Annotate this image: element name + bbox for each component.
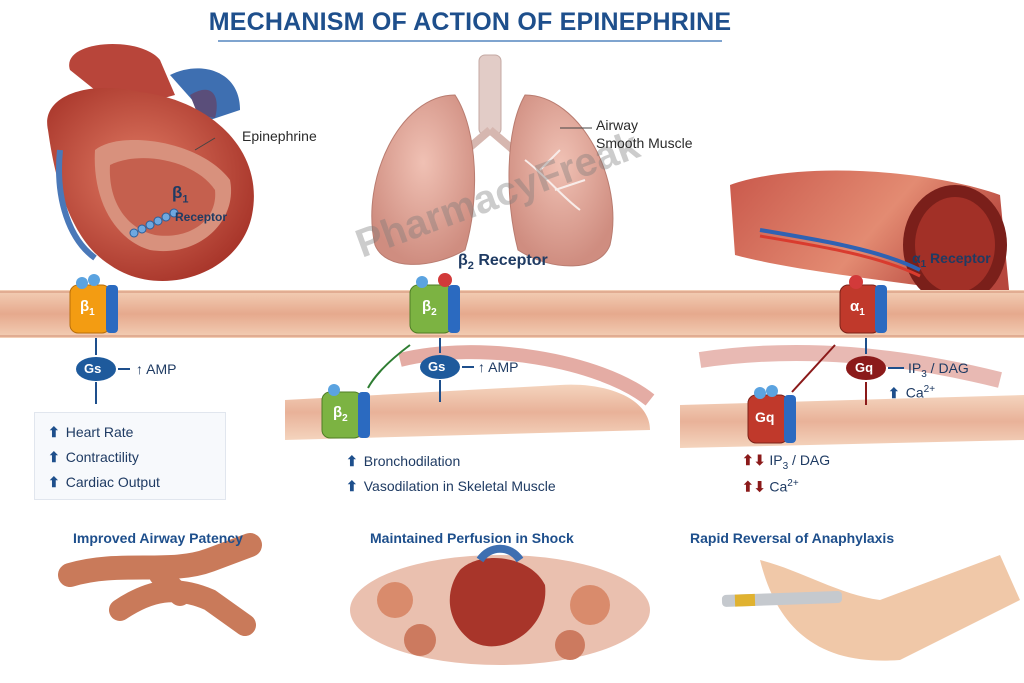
airway-callout-line1: Airway: [596, 117, 639, 133]
alpha1-receptor-label: α1 Receptor: [912, 250, 991, 270]
shock-heart-illustration: [350, 544, 650, 665]
gq-lower-label: Gq: [755, 409, 775, 425]
effect-vasodilation: ⬆Vasodilation in Skeletal Muscle: [346, 478, 556, 494]
effect-heart-rate: ⬆Heart Rate: [48, 424, 134, 440]
lungs-illustration: [371, 54, 614, 267]
pathway-arrows: [95, 338, 904, 405]
alpha1-receptor-shape: [839, 275, 887, 334]
heart-receptor-symbol: β1: [172, 183, 189, 206]
effect-ip3-dag: ⬆⬇ IP3 / DAG: [742, 452, 831, 472]
calcium-vessel: ⬆Ca2+: [888, 384, 936, 401]
heart-receptor-label: Receptor: [175, 210, 228, 224]
beta2-receptor-label: β2 Receptor: [458, 252, 548, 273]
beta2-label: β2: [422, 298, 437, 318]
effect-contractility: ⬆Contractility: [48, 449, 139, 465]
effect-calcium: ⬆⬇ Ca2+: [742, 478, 799, 495]
alpha1-label: α1: [850, 298, 865, 318]
bottom-title-anaphylaxis: Rapid Reversal of Anaphylaxis: [690, 530, 895, 546]
title-underline: [218, 40, 722, 42]
gs-oval-heart: [76, 357, 116, 381]
gq-oval-vessel: [846, 356, 886, 380]
vessel-illustration: [730, 170, 1010, 305]
airway-illustration: [58, 533, 262, 636]
effect-cardiac-output: ⬆Cardiac Output: [48, 474, 160, 490]
lower-membrane-lung: [285, 345, 655, 440]
heart-illustration: [47, 43, 254, 281]
gq-lower-shape: [747, 385, 796, 444]
camp-heart: ↑ AMP: [136, 361, 177, 377]
bottom-title-airway: Improved Airway Patency: [73, 530, 243, 546]
camp-lung: ↑ AMP: [478, 359, 519, 375]
gs-label-heart: Gs: [84, 361, 102, 376]
page-title: MECHANISM OF ACTION OF EPINEPHRINE: [208, 8, 732, 36]
bottom-title-perfusion: Maintained Perfusion in Shock: [370, 530, 574, 546]
beta2-lower-receptor-shape: [321, 384, 370, 439]
epinephrine-callout: Epinephrine: [242, 128, 317, 144]
beta1-receptor-shape: [69, 274, 118, 334]
airway-callout-line2: Smooth Muscle: [596, 135, 693, 151]
autoinjector-illustration: [721, 555, 1020, 661]
gs-label-lung: Gs: [428, 359, 446, 374]
effect-bronchodilation: ⬆Bronchodilation: [346, 453, 461, 469]
gq-label-vessel: Gq: [855, 360, 874, 375]
heart-effects-box: [34, 412, 226, 500]
beta1-label: β1: [80, 298, 95, 318]
ip3-dag-vessel: IP3 / DAG: [908, 360, 969, 380]
beta2-lower-label: β2: [333, 404, 348, 424]
gs-oval-lung: [420, 355, 460, 379]
beta2-receptor-shape: [409, 273, 460, 334]
